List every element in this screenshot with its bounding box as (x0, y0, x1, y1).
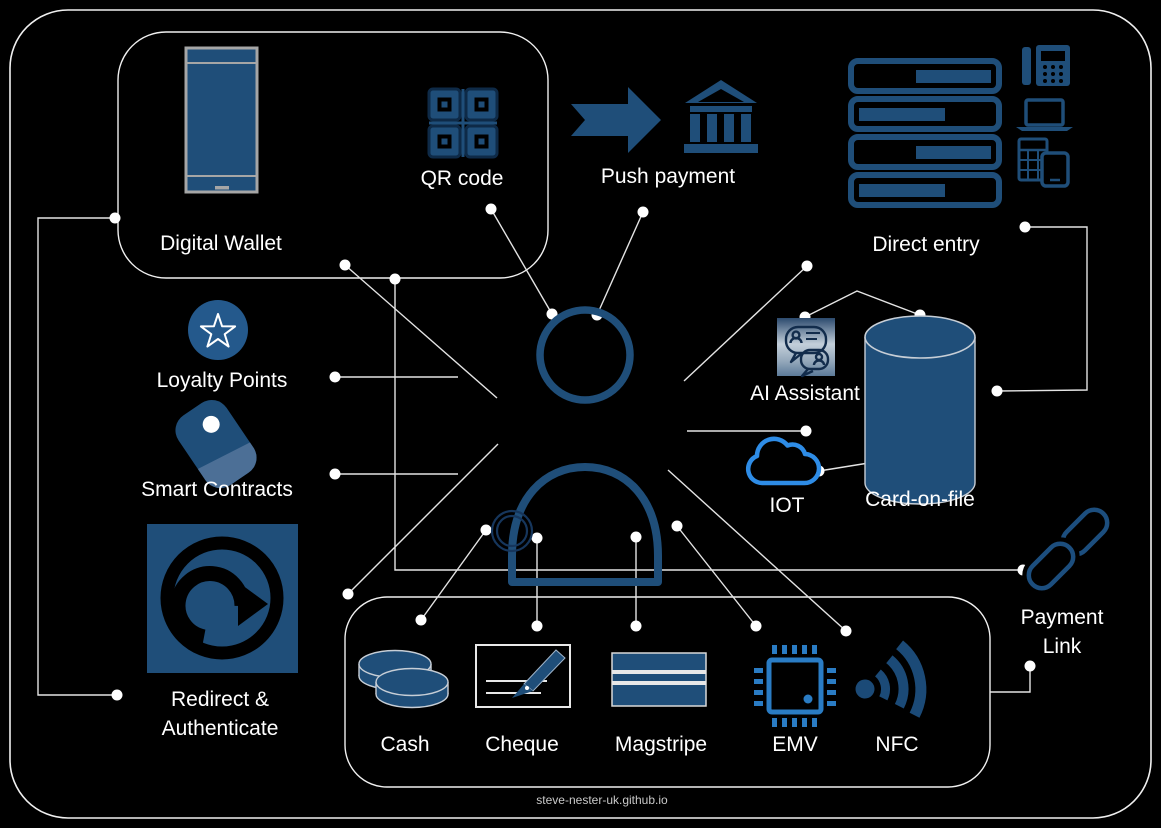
outer-border (9, 9, 1152, 819)
connector-nfc (667, 469, 847, 632)
cloud-icon (745, 436, 822, 486)
label-payment-link-line2: Link (1042, 635, 1082, 658)
label-ai-assistant: AI Assistant (750, 382, 860, 405)
connector-payment-link (394, 279, 1023, 571)
customer-icon (508, 306, 662, 586)
magstripe-card-icon (611, 652, 707, 707)
label-cheque: Cheque (485, 733, 559, 756)
bank-icon (684, 80, 758, 153)
connector-center-box (347, 443, 499, 595)
chain-link-icon (1022, 507, 1110, 595)
cash-coins-icon (358, 649, 449, 709)
connector-ai-cardonfile (804, 290, 921, 318)
connector-qr (490, 208, 553, 315)
label-redirect-authenticate: Redirect & Authenticate (162, 685, 279, 743)
redirect-icon (147, 524, 298, 673)
laptop-icon (1016, 98, 1073, 131)
label-card-on-file: Card-on-file (865, 488, 975, 511)
label-digital-wallet: Digital Wallet (160, 232, 282, 255)
emv-chip-icon (754, 645, 836, 727)
label-redirect-line2: Authenticate (161, 717, 279, 740)
label-redirect-line1: Redirect & (170, 688, 270, 711)
label-smart-contracts: Smart Contracts (141, 478, 293, 501)
connector-emv (676, 525, 757, 627)
label-nfc: NFC (875, 733, 919, 756)
push-arrow-icon (571, 87, 661, 153)
ai-assistant-icon (777, 318, 835, 378)
label-payment-link-line1: Payment (1020, 606, 1104, 629)
label-iot: IOT (769, 494, 805, 517)
server-stack-icon (848, 58, 1002, 208)
database-cylinder-icon (864, 315, 976, 505)
cheque-icon (475, 644, 571, 708)
label-loyalty-points: Loyalty Points (156, 369, 288, 392)
label-magstripe: Magstripe (614, 733, 708, 756)
nfc-icon (855, 640, 927, 718)
label-emv: EMV (772, 733, 818, 756)
footer-credit: steve-nester-uk.github.io (536, 793, 668, 807)
label-direct-entry: Direct entry (872, 233, 980, 256)
connector-directentry-cardonfile (996, 226, 1088, 392)
connector-wallet-center (344, 264, 498, 399)
smartphone-icon (184, 46, 259, 194)
connector-direct-entry-center (683, 265, 808, 382)
label-qr-code: QR code (420, 167, 504, 190)
connector-wallet-redirect (37, 217, 117, 696)
qr-code-icon (427, 87, 499, 159)
digital-wallet-group-box (117, 31, 549, 279)
loyalty-star-icon (188, 300, 248, 360)
label-push-payment: Push payment (600, 165, 736, 188)
label-cash: Cash (380, 733, 430, 756)
ring-icon (490, 509, 534, 553)
terminal-and-phone-icon (1017, 137, 1070, 188)
connector-cash (420, 529, 487, 621)
label-payment-link: Payment Link (1021, 603, 1104, 661)
connector-paymentlink-box (990, 666, 1031, 693)
connector-push (596, 211, 644, 316)
desk-phone-icon (1022, 45, 1070, 86)
